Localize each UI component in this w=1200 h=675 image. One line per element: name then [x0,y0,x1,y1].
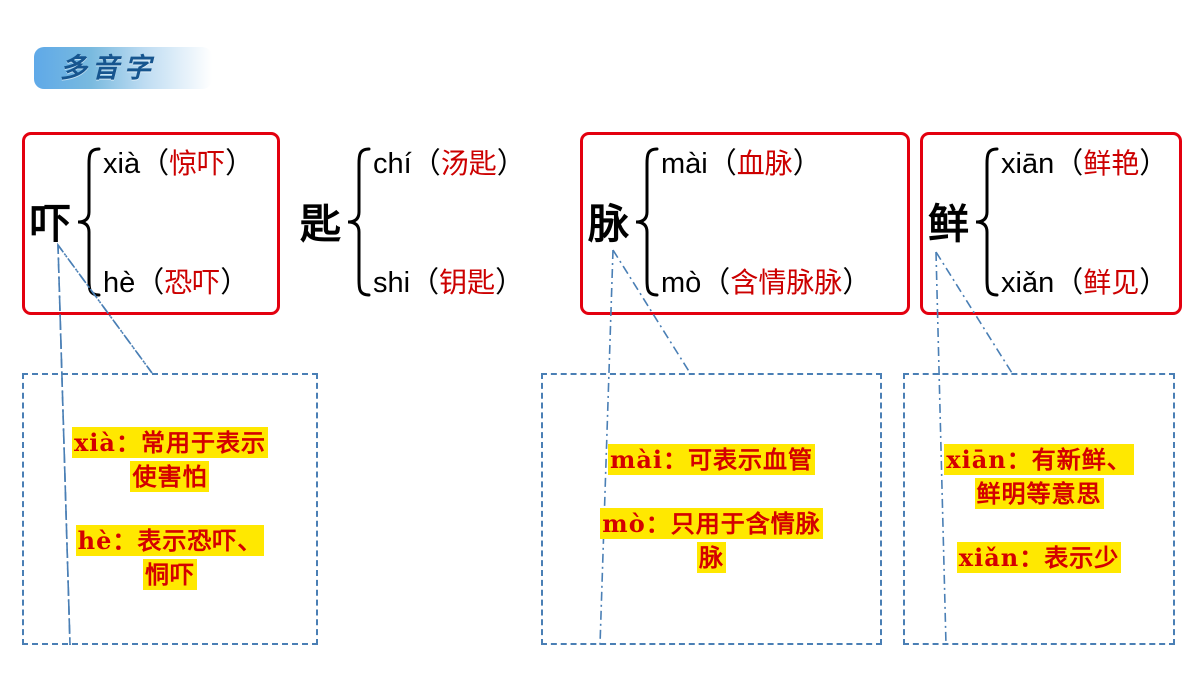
head-character-chi: 匙 [300,199,341,248]
polyphone-group-xia: 吓 xià （ 惊吓 ） hè （ 恐吓 ） [30,146,280,303]
highlight-line: hè：表示恐吓、 [75,525,265,556]
pinyin: chí [373,148,412,180]
character-card-xian [920,132,1182,315]
highlight-line: xià：常用于表示 [72,426,268,458]
example-word: 惊吓 [169,147,226,180]
highlight-line: xiān：有新鲜、 [944,443,1134,475]
note-spacer [707,477,717,507]
paren-open: （ [1054,146,1084,180]
reading-row: xià （ 惊吓 ） [103,146,280,181]
polyphone-group-xian: 鲜 xiān （ 鲜艳 ） xiǎn （ 鲜见 ） [928,146,1190,303]
readings-list-xian: xiān （ 鲜艳 ） xiǎn （ 鲜见 ） [1001,146,1190,300]
highlight-line: 鲜明等意思 [974,477,1104,509]
reading-row: shi （ 钥匙 ） [373,265,550,300]
paren-close: ） [1139,265,1169,300]
highlight-line: 恫吓 [143,559,197,591]
example-word: 含情脉脉 [730,266,843,300]
readings-list-xia: xià （ 惊吓 ） hè （ 恐吓 ） [103,146,280,300]
explanation-text-xia-1: xià：常用于表示 使害怕 [72,426,268,494]
readings-list-mai: mài （ 血脉 ） mò （ 含情脉脉 ） [661,146,908,300]
brace-xia [75,146,101,303]
explanation-box-mai: mài：可表示血管 mò：只用于含情脉 脉 [541,373,882,645]
example-word: 鲜艳 [1083,147,1140,180]
paren-close: ） [495,265,525,300]
pinyin: mò [661,267,702,300]
highlight-connector [1034,511,1044,539]
reading-row: xiǎn （ 鲜见 ） [1001,265,1190,300]
head-character-xia: 吓 [30,199,71,248]
explanation-text-xian-1: xiān：有新鲜、 鲜明等意思 [944,443,1134,511]
paren-close: ） [842,265,872,300]
paren-close: ） [792,146,822,180]
paren-open: （ [140,146,170,180]
paren-open: （ [410,265,440,300]
note-spacer [1034,511,1044,541]
paren-close: ） [1139,146,1169,180]
paren-open: （ [1054,265,1084,300]
highlight-connector [707,477,717,505]
explanation-box-xian: xiān：有新鲜、 鲜明等意思 xiǎn：表示少 [903,373,1175,645]
reading-row: chí （ 汤匙 ） [373,146,550,181]
paren-open: （ [135,265,165,300]
pinyin: xiǎn [1001,267,1055,300]
reading-row: xiān （ 鲜艳 ） [1001,146,1190,181]
page-title: 多音字 [60,52,156,84]
paren-close: ） [225,146,255,180]
highlight-line: 脉 [697,542,726,574]
example-word: 钥匙 [439,266,496,300]
paren-open: （ [707,146,737,180]
reading-row: mò （ 含情脉脉 ） [661,265,908,300]
highlight-line: mài：可表示血管 [607,443,816,475]
highlight-connector [165,494,175,522]
example-word: 恐吓 [164,266,221,300]
character-card-mai [580,132,910,315]
paren-close: ） [220,265,250,300]
pinyin: xiān [1001,148,1055,180]
note-spacer [165,494,175,524]
explanation-text-mai-2: mò：只用于含情脉 脉 [600,507,823,575]
explanation-text-mai-1: mài：可表示血管 [607,443,816,477]
highlight-line: 使害怕 [130,460,210,492]
example-word: 汤匙 [440,147,497,180]
explanation-box-xia: xià：常用于表示 使害怕 hè：表示恐吓、 恫吓 [22,373,318,645]
reading-row: mài （ 血脉 ） [661,146,908,181]
example-word: 鲜见 [1083,266,1140,300]
paren-open: （ [411,146,441,180]
paren-open: （ [701,265,731,300]
pinyin: hè [103,267,136,300]
explanation-text-xia-2: hè：表示恐吓、 恫吓 [75,524,265,592]
head-character-xian: 鲜 [928,199,969,248]
highlight-line: mò：只用于含情脉 [600,507,823,539]
brace-mai [633,146,659,303]
pinyin: xià [103,148,141,180]
example-word: 血脉 [736,147,793,180]
readings-list-chi: chí （ 汤匙 ） shi （ 钥匙 ） [373,146,550,300]
polyphone-group-chi: 匙 chí （ 汤匙 ） shi （ 钥匙 ） [300,146,550,303]
brace-chi [345,146,371,303]
reading-row: hè （ 恐吓 ） [103,265,280,300]
highlight-line: xiǎn：表示少 [956,542,1122,574]
brace-xian [973,146,999,303]
pinyin: shi [373,267,411,300]
polyphone-group-mai: 脉 mài （ 血脉 ） mò （ 含情脉脉 ） [588,146,908,303]
head-character-mai: 脉 [588,199,629,248]
paren-close: ） [496,146,526,180]
section-title-banner: 多音字 [34,47,212,89]
explanation-text-xian-2: xiǎn：表示少 [956,541,1122,575]
pinyin: mài [661,148,708,180]
